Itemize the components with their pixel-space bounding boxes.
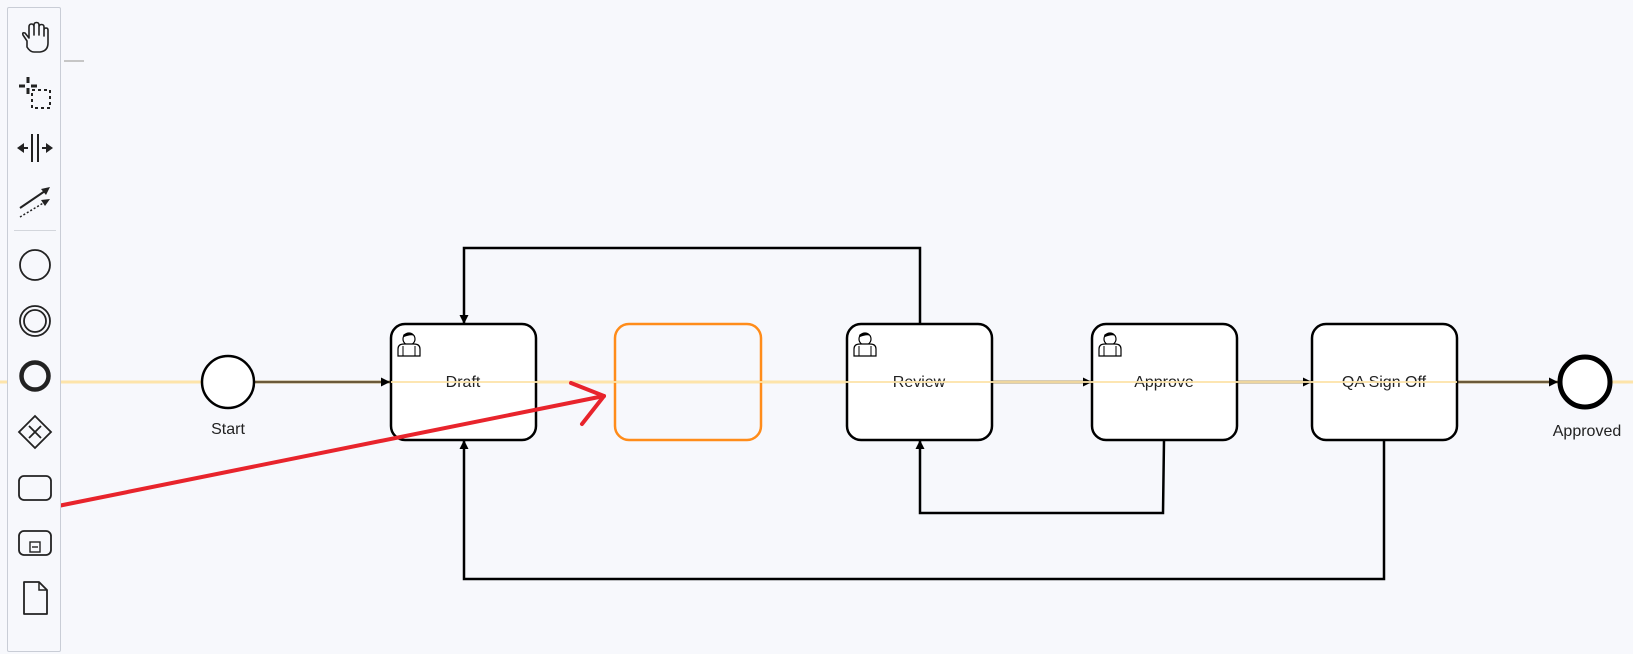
data-object-icon	[23, 581, 48, 615]
start-event-shape[interactable]	[200, 354, 256, 410]
create-end-event[interactable]	[14, 355, 56, 397]
connect-icon	[19, 187, 50, 218]
global-connect-tool[interactable]	[14, 181, 56, 223]
create-intermediate-event[interactable]	[14, 300, 56, 342]
start-event-icon	[19, 249, 51, 281]
end-event-shape[interactable]	[1557, 354, 1613, 410]
start-event[interactable]: Start	[200, 354, 256, 438]
lasso-icon	[19, 77, 51, 109]
tool-palette	[7, 7, 61, 652]
create-data-object[interactable]	[14, 577, 56, 619]
annotation-arrow	[56, 381, 606, 508]
end-event-icon	[19, 360, 51, 392]
flow-qa-draft[interactable]	[459, 440, 1386, 581]
flow-review-draft[interactable]	[459, 246, 922, 324]
space-tool[interactable]	[14, 127, 56, 169]
space-icon	[17, 134, 53, 162]
hand-tool[interactable]	[14, 17, 56, 59]
end-event[interactable]: Approved	[1553, 354, 1622, 440]
subprocess-icon	[18, 530, 52, 556]
palette-separator	[14, 230, 56, 231]
end-event-label: Approved	[1553, 423, 1622, 440]
hand-icon	[21, 21, 49, 53]
intermediate-event-icon	[19, 305, 51, 337]
flow-approve-review[interactable]	[915, 439, 1166, 515]
start-event-label: Start	[211, 421, 245, 438]
gateway-icon	[17, 414, 53, 450]
lasso-tool[interactable]	[14, 72, 56, 114]
create-start-event[interactable]	[14, 244, 56, 286]
create-gateway[interactable]	[14, 411, 56, 453]
create-task[interactable]	[14, 467, 56, 509]
create-subprocess[interactable]	[14, 522, 56, 564]
task-icon	[18, 475, 52, 501]
